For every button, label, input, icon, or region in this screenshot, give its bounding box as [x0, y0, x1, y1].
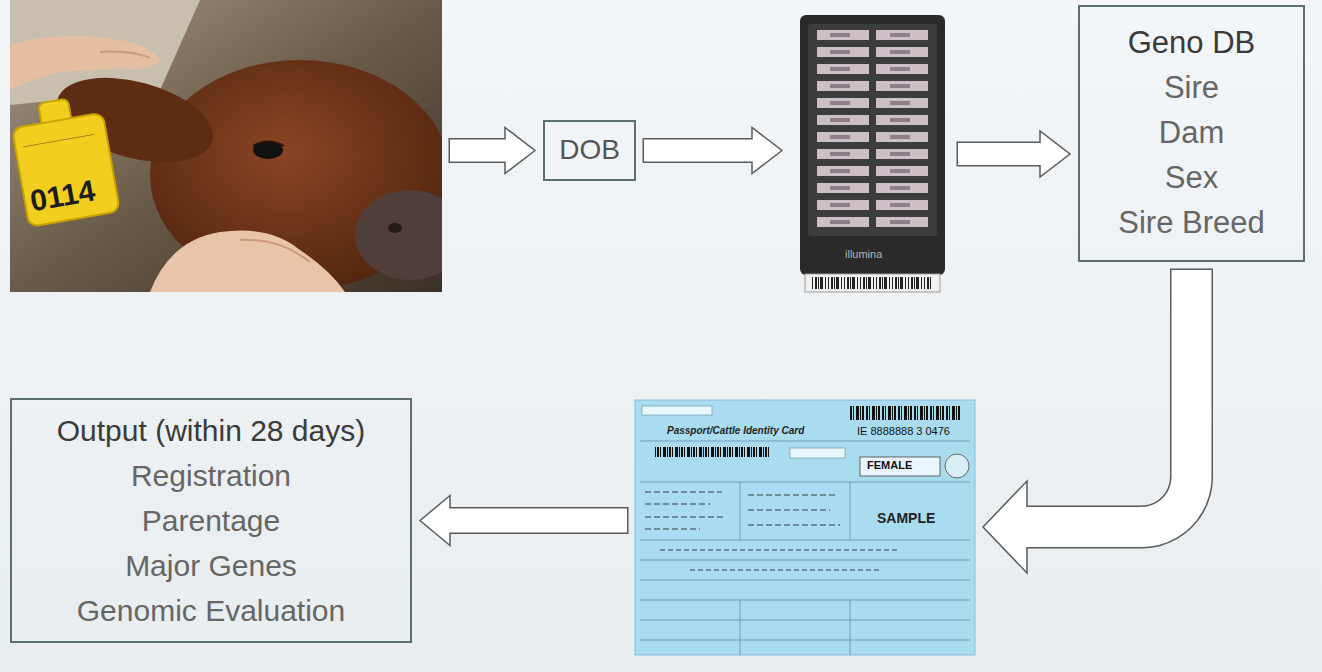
block-arrow: [983, 269, 1192, 574]
box-text: Sex: [1165, 156, 1218, 201]
text-holder: FEMALE: [865, 459, 914, 472]
arrow-fill: [447, 509, 627, 533]
block-arrow: [643, 128, 783, 174]
passport-card: Passport/Cattle Identity Card IE 8888888 …: [635, 398, 975, 656]
arrow-outline: [1027, 269, 1192, 528]
arrow-head: [505, 128, 535, 174]
text-holder: illumina: [845, 248, 882, 261]
genotyping-chip: [800, 15, 945, 292]
text-holder: 0114: [27, 173, 97, 220]
chip-image: illumina: [790, 15, 950, 293]
arrow-fill: [644, 140, 755, 162]
text-holder: IE 8888888 3 0476: [855, 425, 952, 438]
arrow-head: [420, 496, 450, 546]
process-box: DOB: [543, 120, 636, 181]
calf-photo: [10, 0, 442, 292]
box-heading: Geno DB: [1128, 21, 1256, 66]
card-text: IE 8888888 3 0476: [855, 425, 952, 438]
box-text: Sire Breed: [1118, 201, 1264, 246]
arrow-head: [752, 128, 782, 174]
output-box: Output (within 28 days)RegistrationParen…: [10, 398, 412, 643]
box-text: Major Genes: [125, 543, 297, 588]
card-text: Passport/Cattle Identity Card: [665, 425, 806, 437]
arrow-head: [1040, 131, 1070, 177]
brand-label: illumina: [845, 248, 882, 261]
box-text: Parentage: [142, 498, 280, 543]
text-holder: Passport/Cattle Identity Card: [665, 425, 806, 437]
arrow-fill: [450, 140, 508, 162]
card-text: FEMALE: [865, 459, 914, 472]
block-arrow: [420, 496, 629, 546]
arrow-fill: [1024, 270, 1192, 527]
block-arrow: [957, 131, 1071, 177]
database-box: Geno DBSireDamSexSire Breed: [1078, 5, 1305, 262]
box-text: Registration: [131, 453, 291, 498]
passport-card: [635, 400, 975, 655]
text-holder: SAMPLE: [875, 510, 937, 527]
block-arrow: [449, 128, 536, 174]
box-text: Genomic Evaluation: [77, 588, 345, 633]
tag-number: 0114: [27, 173, 97, 220]
box-text: Sire: [1164, 66, 1219, 111]
box-text: DOB: [559, 132, 620, 168]
card-text: SAMPLE: [875, 510, 937, 527]
arrow-head: [983, 481, 1027, 573]
box-text: Dam: [1159, 111, 1224, 156]
arrow-fill: [958, 143, 1043, 165]
box-heading: Output (within 28 days): [57, 408, 365, 453]
photo-panel: 0114: [10, 0, 442, 292]
